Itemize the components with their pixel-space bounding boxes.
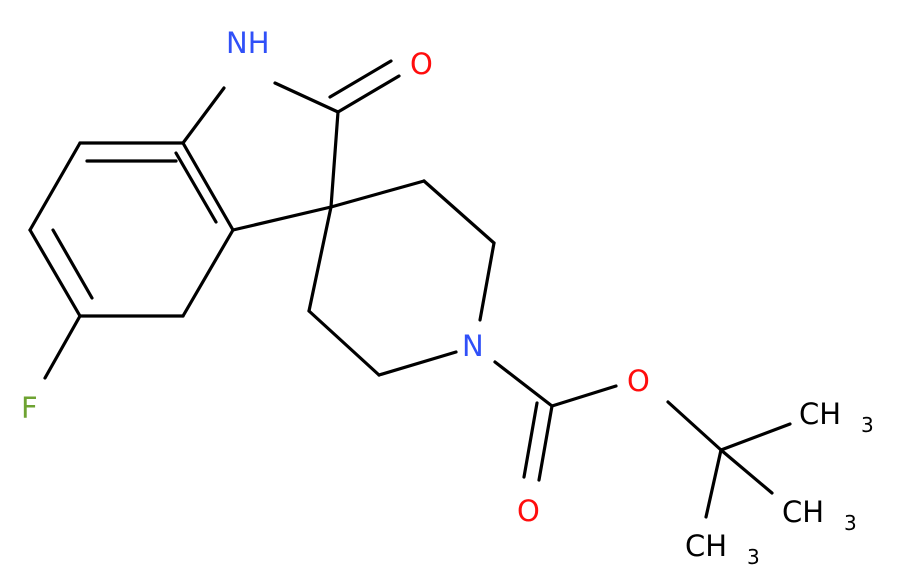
bond <box>231 205 333 232</box>
bond <box>719 422 792 452</box>
bond <box>329 110 340 209</box>
methyl-group-b: CH 3 <box>782 495 857 535</box>
bond <box>307 205 333 313</box>
methyl-label: CH <box>685 529 727 563</box>
bond <box>422 179 496 245</box>
bond <box>307 309 381 377</box>
bond <box>43 314 82 380</box>
bond <box>28 228 82 318</box>
methyl-subscript: 3 <box>747 545 760 569</box>
methyl-label: CH <box>799 397 841 431</box>
bond <box>537 404 554 482</box>
bond <box>704 448 723 519</box>
methyl-subscript: 3 <box>861 413 874 437</box>
bond <box>522 401 539 479</box>
bond <box>478 241 496 322</box>
bond <box>181 228 235 318</box>
piperidine-nitrogen-label: N <box>462 329 484 363</box>
bond <box>666 400 723 452</box>
bond <box>174 151 218 224</box>
fluorine-label: F <box>21 391 38 425</box>
methyl-group-c: CH 3 <box>685 529 760 569</box>
methyl-group-a: CH 3 <box>799 397 874 437</box>
bond <box>550 384 618 408</box>
bond <box>51 228 94 300</box>
lactam-oxygen-label: O <box>410 47 433 81</box>
bond <box>273 81 340 114</box>
bond <box>328 59 393 99</box>
methyl-subscript: 3 <box>844 511 857 535</box>
ester-oxygen-label: O <box>627 364 650 398</box>
bond <box>329 179 426 209</box>
bond <box>377 350 458 377</box>
methyl-label: CH <box>782 495 824 529</box>
nh-label: NH <box>226 26 270 60</box>
bond <box>493 360 554 408</box>
carbonyl-oxygen-label: O <box>517 494 540 528</box>
bond <box>719 448 774 495</box>
bond <box>336 74 401 114</box>
bond <box>181 141 235 232</box>
bond <box>28 141 82 232</box>
bond <box>181 86 226 145</box>
